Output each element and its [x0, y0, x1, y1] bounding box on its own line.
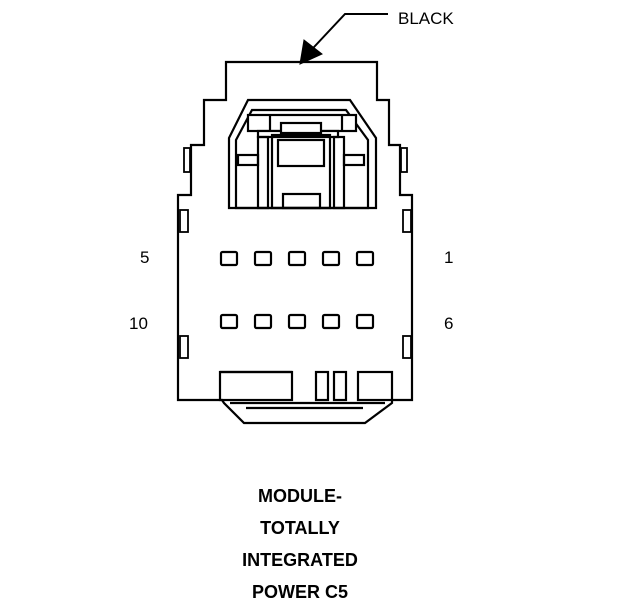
cavity [219, 250, 239, 267]
wire-color-label: BLACK [398, 9, 454, 28]
cavity [253, 250, 273, 267]
color-leader-arrow [299, 13, 388, 65]
body-side-ribs [179, 147, 412, 359]
cavity-row-1 [219, 250, 375, 267]
cavity [287, 313, 307, 330]
cavity [355, 313, 375, 330]
title-line: INTEGRATED [242, 550, 358, 570]
title-line: POWER C5 [251, 582, 348, 602]
cavity [321, 313, 341, 330]
cavity-row-2 [219, 313, 375, 330]
bottom-keying [218, 370, 394, 410]
cavity [287, 250, 307, 267]
cavity [253, 313, 273, 330]
cavity [219, 313, 239, 330]
connector-title: MODULE- TOTALLY INTEGRATED POWER C5 [150, 480, 450, 608]
cavity [321, 250, 341, 267]
pin-label-6: 6 [444, 314, 453, 333]
pin-label-1: 1 [444, 248, 453, 267]
connector-body-outline [176, 60, 414, 425]
cavity [355, 250, 375, 267]
title-line: MODULE- [258, 486, 342, 506]
pin-label-10: 10 [129, 314, 148, 333]
pin-label-5: 5 [140, 248, 149, 267]
title-line: TOTALLY [260, 518, 340, 538]
latch-housing [227, 98, 378, 210]
